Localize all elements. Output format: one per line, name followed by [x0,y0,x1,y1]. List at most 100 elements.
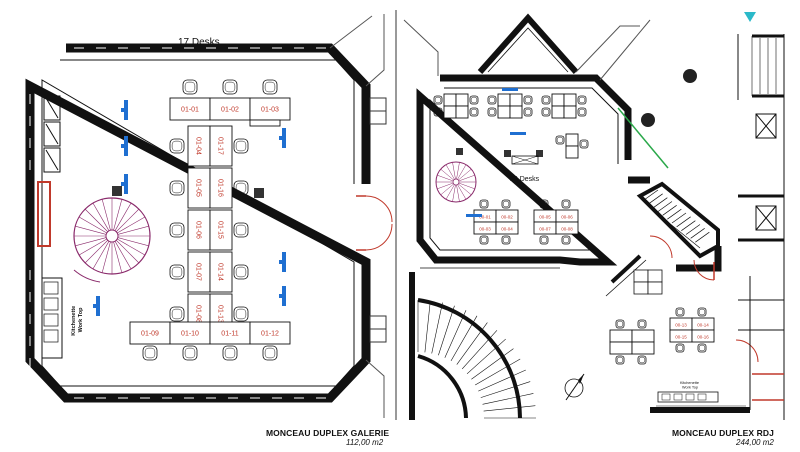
desk-label: 00-05 [539,214,551,219]
desk-cluster [633,269,663,295]
desk: 01-12 [249,321,291,345]
desk-label: 01-03 [261,106,279,113]
desk [565,145,579,159]
desk: 00-03 [473,221,497,235]
rdj-worktop-label: Work Top [682,386,698,390]
desk [609,329,633,343]
chair [469,107,479,117]
monitor-icon [279,286,286,306]
desk-label: 00-03 [479,226,491,231]
chair [541,95,551,105]
desk-label: 01-12 [261,330,279,337]
desk: 01-03 [249,97,291,121]
chair [561,199,571,209]
rdj-kitchenette: Kitchenette Work Top [657,381,719,403]
desk-label: 00-13 [675,322,687,327]
desk-label: 00-04 [501,226,513,231]
desk: 01-07 [187,251,211,293]
chair [182,79,198,95]
galerie-door-left [37,181,51,247]
monitor-icon [279,128,286,148]
rdj-curved-wall [409,267,560,420]
desk [631,341,655,355]
chair [182,345,198,361]
chair [555,135,565,145]
svg-text:Kitchenette Work Top: Kitchenette Work Top [71,304,84,335]
desk [443,93,457,107]
desk-label: 01-10 [181,330,199,337]
desk-label: 01-16 [217,179,224,197]
rdj-lower-room [605,254,751,413]
desk [443,105,457,119]
chair [675,343,685,353]
chair [479,199,489,209]
desk-label: 00-14 [697,322,709,327]
desk [509,93,523,107]
chair [169,138,185,154]
chair [262,345,278,361]
monitor-icon [502,88,518,91]
galerie-desk-count: 17 Desks [178,37,220,48]
chair [637,319,647,329]
desk-label: 01-04 [195,137,202,155]
desk [455,105,469,119]
rdj-spiral-staircase [435,161,477,203]
desk: 00-04 [495,221,519,235]
desk: 01-09 [129,321,171,345]
desk: 00-05 [533,209,557,223]
chair [577,107,587,117]
galerie-column [254,188,264,198]
chair [541,107,551,117]
desk-label: 01-08 [195,305,202,323]
chair [487,95,497,105]
chair [539,199,549,209]
desk-label: 01-15 [217,221,224,239]
desk: 01-16 [209,167,233,209]
monitor-icon [121,100,128,120]
rdj-area: 244,00 m2 [736,438,774,447]
desk: 01-02 [209,97,251,121]
desk-label: 01-02 [221,106,239,113]
desk: 01-01 [169,97,211,121]
desk: 01-17 [209,125,233,167]
desk-label: 00-06 [561,214,573,219]
galerie-area: 112,00 m2 [346,438,384,447]
desk [551,105,565,119]
desk-label: 00-15 [675,334,687,339]
monitor-icon [466,214,482,217]
rdj-desk-count: 29 Desks [510,176,540,183]
desk [455,93,469,107]
monitor-icon [121,174,128,194]
desk-label: 01-09 [141,330,159,337]
chair [169,180,185,196]
rdj-column [641,113,655,127]
desk [249,119,281,127]
desk: 00-14 [691,317,715,331]
desk [565,133,579,147]
desk: 01-10 [169,321,211,345]
chair [561,235,571,245]
desk-label: 01-05 [195,179,202,197]
desk [563,105,577,119]
svg-text:Kitchenette Work Top: Kitchenette Work Top [680,381,700,390]
desk: 00-07 [533,221,557,235]
desk-label: 01-17 [217,137,224,155]
chair [501,199,511,209]
chair [487,107,497,117]
desk: 01-14 [209,251,233,293]
chair [233,264,249,280]
desk-label: 01-06 [195,221,202,239]
chair [479,235,489,245]
rdj-column [683,69,697,83]
rdj-kitchenette-label: Kitchenette [680,381,699,385]
rdj-east-wing [737,34,785,420]
desk [631,329,655,343]
chair [233,138,249,154]
chair [169,264,185,280]
galerie-door-right [356,195,393,251]
chair [675,307,685,317]
chair [262,79,278,95]
desk [497,93,511,107]
desk [497,105,511,119]
